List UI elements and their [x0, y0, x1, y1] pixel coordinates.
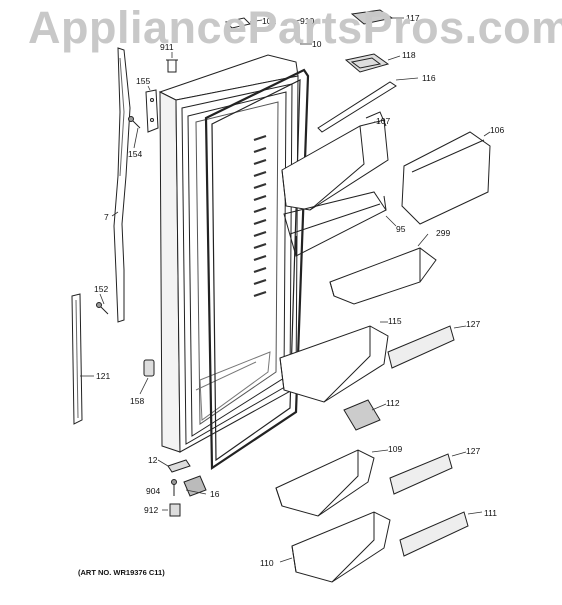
- label-part-111[interactable]: 111: [484, 508, 497, 518]
- art-number: (ART NO. WR19376 C11): [78, 568, 165, 577]
- label-part-155[interactable]: 155: [136, 76, 150, 86]
- bin-cover-106: [401, 131, 491, 225]
- label-part-121[interactable]: 121: [96, 371, 110, 381]
- label-part-116[interactable]: 116: [422, 73, 436, 83]
- door-bin-115: [279, 325, 389, 403]
- label-part-158[interactable]: 158: [130, 396, 144, 406]
- label-part-911[interactable]: 911: [160, 42, 174, 52]
- door-shell: [158, 54, 299, 453]
- screw-154: [128, 116, 141, 129]
- door-shelf-299: [329, 247, 437, 305]
- label-part-127a[interactable]: 127: [466, 319, 480, 329]
- label-part-299[interactable]: 299: [436, 228, 450, 238]
- label-part-112[interactable]: 112: [386, 398, 400, 408]
- label-part-127b[interactable]: 127: [466, 446, 480, 456]
- leader-lines: [80, 17, 491, 563]
- label-part-117[interactable]: 117: [406, 13, 420, 23]
- door-bin-109: [275, 449, 375, 517]
- hinge-pin-911: [166, 59, 178, 73]
- label-part-109[interactable]: 109: [388, 444, 402, 454]
- hinge-bracket-155: [145, 89, 159, 133]
- label-part-110[interactable]: 110: [260, 558, 274, 568]
- label-part-910[interactable]: 910: [300, 16, 314, 26]
- wire-rack-95: [283, 191, 387, 257]
- label-part-115[interactable]: 115: [388, 316, 402, 326]
- label-part-16[interactable]: 16: [210, 489, 220, 499]
- screw-152: [96, 302, 109, 315]
- label-part-912[interactable]: 912: [144, 505, 158, 515]
- part-labels: 101 910 10 911 117 118 116 155 154 107 1…: [94, 13, 504, 568]
- trim-panel-111: [399, 511, 469, 557]
- bottom-hinge-12: [167, 459, 191, 473]
- label-part-106[interactable]: 106: [490, 125, 504, 135]
- clip-158: [143, 359, 155, 377]
- label-part-95[interactable]: 95: [396, 224, 406, 234]
- door-bin-110: [291, 511, 391, 583]
- label-part-107[interactable]: 107: [376, 116, 390, 126]
- label-part-12[interactable]: 12: [148, 455, 158, 465]
- shelf-support-ribs: [253, 134, 267, 298]
- label-part-152[interactable]: 152: [94, 284, 108, 294]
- door-gasket: [204, 68, 310, 471]
- label-part-10[interactable]: 10: [312, 39, 322, 49]
- dairy-bin-107: [281, 111, 389, 211]
- label-part-904[interactable]: 904: [146, 486, 160, 496]
- bushing-912: [169, 503, 181, 517]
- trim-panel-127b: [389, 453, 453, 495]
- label-part-7[interactable]: 7: [104, 212, 109, 222]
- cover-118: [344, 53, 390, 73]
- label-part-118[interactable]: 118: [402, 50, 416, 60]
- top-cap-101: [225, 17, 251, 29]
- trim-panel-127a: [387, 325, 455, 369]
- screw-904: [171, 479, 177, 496]
- door-handle: [113, 47, 131, 323]
- rail-116: [317, 81, 397, 133]
- label-part-101[interactable]: 101: [262, 16, 276, 26]
- clip-112: [343, 399, 381, 431]
- site-watermark: AppliancePartsPros.com: [28, 2, 562, 53]
- label-part-154[interactable]: 154: [128, 149, 142, 159]
- trim-strip-121: [71, 293, 83, 425]
